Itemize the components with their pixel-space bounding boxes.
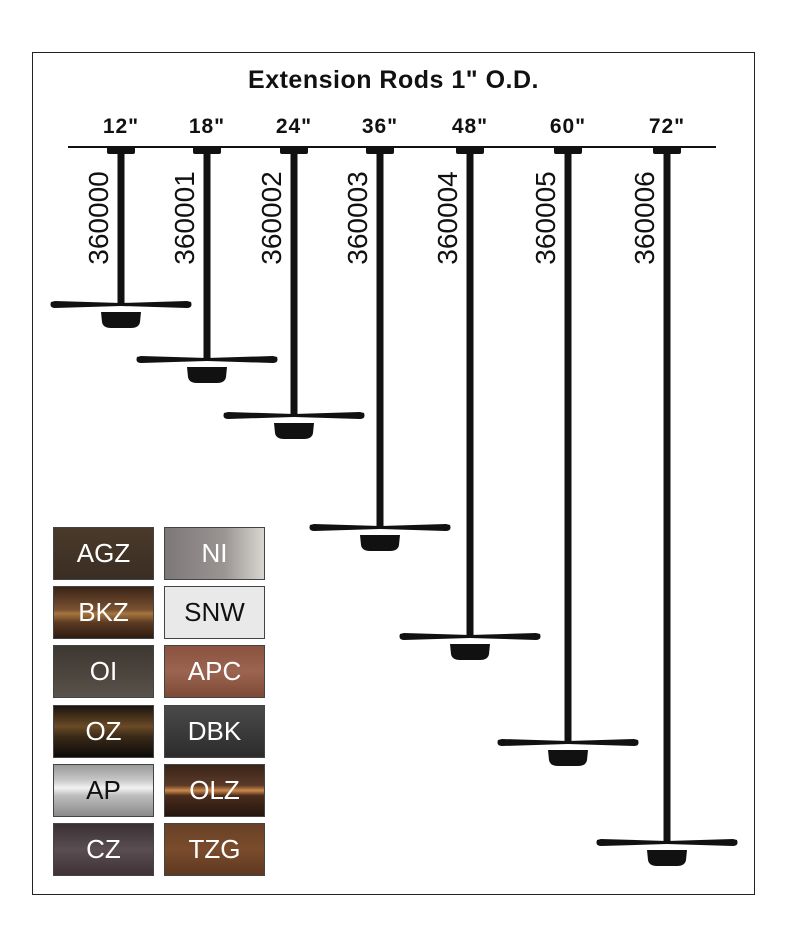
finish-swatch-oi: OI [53, 645, 154, 699]
finish-code: CZ [86, 834, 121, 864]
finish-code: APC [187, 656, 242, 687]
fan-blades [136, 356, 278, 363]
extension-rod [466, 150, 474, 637]
finish-code: OLZ [189, 774, 240, 805]
finish-code: AP [86, 774, 121, 805]
diagram-title: Extension Rods 1" O.D. [248, 66, 539, 94]
diagram-frame [32, 52, 755, 895]
fan-blades [309, 524, 451, 531]
extension-rod [117, 150, 125, 305]
finish-swatch-olz: OLZ [164, 763, 265, 817]
rod-part-number: 360003 [342, 171, 373, 264]
fan-motor [101, 312, 141, 328]
fan-motor [187, 367, 227, 383]
finish-code: TZG [188, 834, 241, 864]
rod-length-label: 36" [362, 115, 398, 138]
extension-rod [564, 150, 572, 743]
extension-rod [663, 150, 671, 843]
finish-swatch-ap: AP [53, 763, 154, 817]
fan-motor [274, 423, 314, 439]
rod-length-label: 12" [103, 115, 139, 138]
rod-part-number: 360001 [169, 171, 200, 264]
fan-motor [360, 535, 400, 551]
finish-swatch-tzg: TZG [164, 823, 265, 876]
rod-length-label: 72" [649, 115, 685, 138]
rod-part-number: 360006 [629, 171, 660, 264]
fan-blades [399, 633, 541, 640]
rod-length-label: 18" [189, 115, 225, 138]
extension-rod [290, 150, 298, 416]
finish-swatch-oz: OZ [53, 704, 154, 758]
extension-rod [203, 150, 211, 360]
fan-motor [548, 750, 588, 766]
finish-swatch-cz: CZ [53, 823, 154, 876]
finish-code: BKZ [78, 597, 129, 628]
finish-swatch-apc: APC [164, 645, 265, 699]
finish-code: OZ [85, 715, 122, 746]
rod-part-number: 360004 [432, 171, 463, 264]
rod-length-label: 48" [452, 115, 488, 138]
finish-code: SNW [184, 597, 245, 628]
rod-length-label: 24" [276, 115, 312, 138]
extension-rod [376, 150, 384, 528]
finish-code: OI [89, 656, 118, 687]
fan-blades [50, 301, 192, 308]
fan-motor [647, 850, 687, 866]
finish-swatch-ni: NI [164, 527, 265, 580]
finish-swatch-dbk: DBK [164, 704, 265, 758]
fan-blades [223, 412, 365, 419]
fan-blades [596, 839, 738, 846]
finish-code: DBK [187, 715, 242, 746]
rod-part-number: 360002 [256, 171, 287, 264]
finish-swatch-snw: SNW [164, 586, 265, 640]
finish-swatch-bkz: BKZ [53, 586, 154, 640]
finish-code: AGZ [76, 538, 131, 568]
fan-blades [497, 739, 639, 746]
finish-swatch-agz: AGZ [53, 527, 154, 580]
rod-length-label: 60" [550, 115, 586, 138]
rod-part-number: 360005 [530, 171, 561, 264]
rod-part-number: 360000 [83, 171, 114, 264]
finish-code: NI [201, 538, 228, 568]
fan-motor [450, 644, 490, 660]
